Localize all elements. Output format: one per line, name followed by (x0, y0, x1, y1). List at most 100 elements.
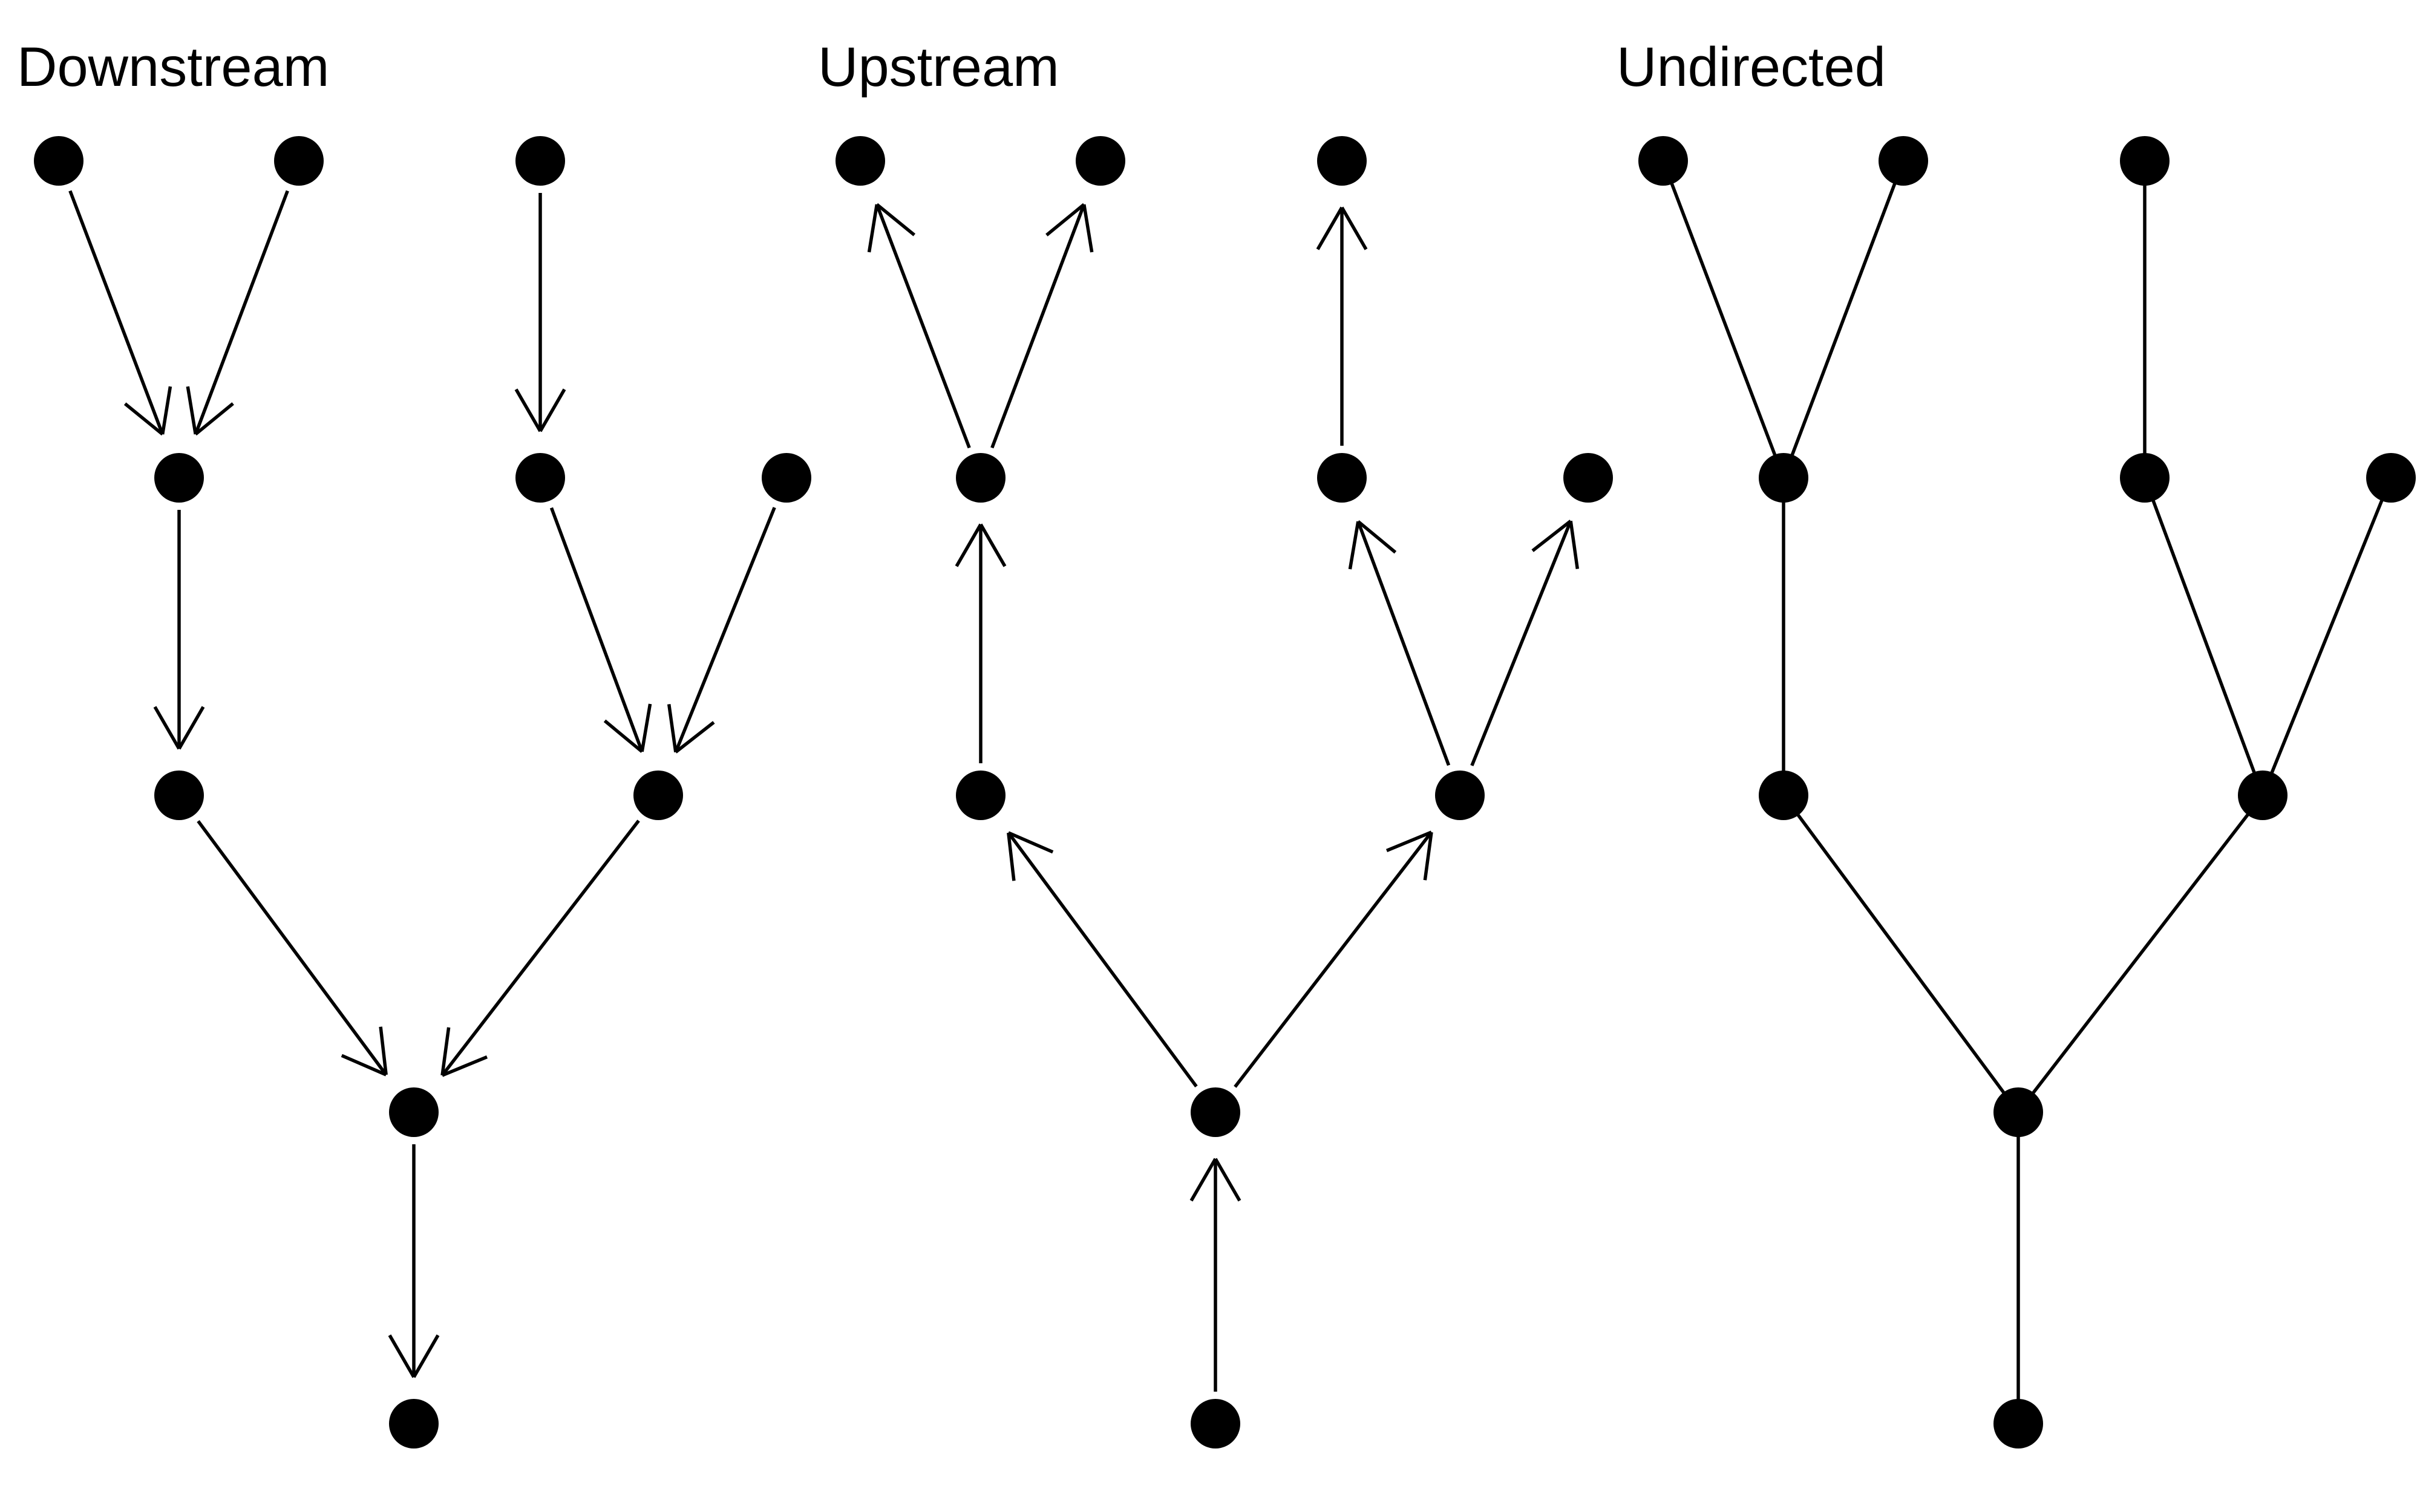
arrowhead-barb-icon (1007, 831, 1054, 854)
edge-H-E (1348, 520, 1451, 766)
graph-node-A (1638, 136, 1688, 186)
graph-node-G (154, 771, 204, 820)
arrowhead-barb-icon (160, 386, 172, 435)
edge-C-E (514, 193, 566, 432)
graph-node-B (1076, 136, 1125, 186)
graph-node-D (1759, 453, 1808, 503)
edge-shaft (1356, 521, 1451, 766)
arrowhead-barb-icon (979, 523, 1007, 567)
graph-node-G (956, 771, 1006, 820)
edge-shaft (1470, 520, 1572, 766)
graph-node-J (389, 1399, 439, 1448)
graph-node-I (1191, 1087, 1240, 1137)
graph-node-C (2120, 136, 2170, 186)
graph-node-A (34, 136, 83, 186)
graph-node-H (633, 771, 683, 820)
arrowhead-barb-icon (667, 703, 678, 752)
diagram-title-upstream: Upstream (818, 36, 1059, 98)
edge-line (1782, 794, 2020, 1113)
arrowhead-barb-icon (1189, 1158, 1217, 1202)
arrowhead-barb-icon (538, 388, 566, 432)
diagram-downstream: Downstream (17, 36, 811, 1448)
edge-shaft (549, 507, 644, 752)
arrowhead-barb-icon (875, 203, 916, 236)
edge-shaft (194, 190, 289, 435)
graph-node-J (1993, 1399, 2043, 1448)
edge-line (2261, 477, 2393, 797)
graph-node-B (1879, 136, 1928, 186)
edge-H-I (440, 820, 640, 1077)
edge-I-H (1234, 830, 1433, 1088)
edge-G-I (197, 820, 388, 1077)
graph-node-A (836, 136, 885, 186)
arrowhead-barb-icon (1423, 832, 1433, 881)
edge-D-A (867, 203, 971, 449)
arrowhead-barb-icon (514, 388, 542, 432)
arrowhead-barb-icon (1385, 830, 1433, 852)
arrowhead-barb-icon (1348, 521, 1360, 570)
edge-D-G (153, 510, 205, 750)
diagram-undirected: Undirected (1617, 36, 2416, 1448)
edge-shaft (68, 190, 165, 435)
arrowhead-barb-icon (1531, 520, 1572, 552)
graph-node-E (2120, 453, 2170, 503)
graph-node-G (1759, 771, 1808, 820)
graph-node-C (1317, 136, 1367, 186)
arrowhead-barb-icon (123, 402, 164, 436)
edge-line (2016, 794, 2265, 1113)
graph-node-I (389, 1087, 439, 1137)
arrowhead-barb-icon (440, 1027, 451, 1076)
graph-node-E (515, 453, 565, 503)
edge-I-G (1007, 831, 1198, 1088)
edge-F-H (667, 507, 776, 754)
arrowhead-barb-icon (640, 703, 652, 752)
edge-H-I (2016, 794, 2265, 1113)
edge-E-H (549, 507, 652, 753)
graph-node-B (274, 136, 324, 186)
edge-shaft (1007, 832, 1198, 1088)
arrowhead-barb-icon (441, 1055, 488, 1077)
arrowhead-barb-icon (341, 1054, 387, 1077)
edge-G-D (955, 523, 1007, 763)
edge-G-I (1782, 794, 2020, 1113)
edge-B-D (186, 190, 289, 436)
graph-node-F (1563, 453, 1613, 503)
edge-line (1661, 160, 1785, 478)
diagram-title-downstream: Downstream (17, 36, 329, 98)
arrowhead-barb-icon (1214, 1158, 1241, 1202)
arrowhead-barb-icon (675, 721, 715, 754)
diagram-title-undirected: Undirected (1617, 36, 1886, 98)
graph-node-C (515, 136, 565, 186)
edge-J-I (1189, 1158, 1241, 1392)
edge-shaft (674, 507, 776, 753)
edge-A-D (1661, 160, 1785, 478)
arrowhead-barb-icon (388, 1334, 416, 1378)
graph-node-F (762, 453, 811, 503)
edge-shaft (197, 820, 388, 1076)
arrowhead-barb-icon (1045, 203, 1085, 236)
arrowhead-barb-icon (867, 204, 879, 253)
edge-shaft (440, 820, 640, 1077)
graph-node-F (2366, 453, 2416, 503)
arrowhead-barb-icon (1340, 206, 1368, 250)
graph-node-H (2238, 771, 2288, 820)
edge-line (1782, 160, 1905, 478)
edge-shaft (875, 204, 971, 449)
edge-line (2143, 477, 2265, 796)
arrowhead-barb-icon (186, 386, 197, 435)
edge-F-H (2261, 477, 2393, 797)
edge-shaft (1234, 831, 1433, 1088)
arrowhead-barb-icon (1082, 204, 1094, 253)
edge-D-B (990, 203, 1094, 449)
arrowhead-barb-icon (955, 523, 983, 567)
graph-node-E (1317, 453, 1367, 503)
graph-node-H (1435, 771, 1485, 820)
edge-E-C (1316, 206, 1368, 446)
arrowhead-barb-icon (177, 706, 205, 750)
graph-node-I (1993, 1087, 2043, 1137)
arrowhead-barb-icon (603, 719, 643, 753)
arrowhead-barb-icon (1007, 832, 1016, 881)
arrowhead-barb-icon (194, 402, 234, 436)
